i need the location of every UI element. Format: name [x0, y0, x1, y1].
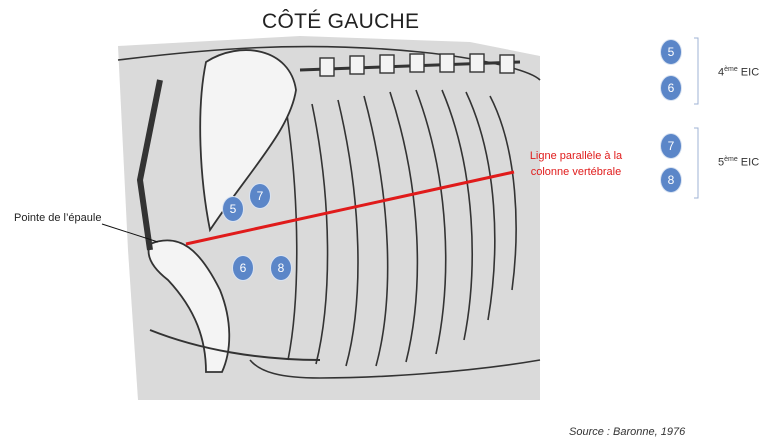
source-citation: Source : Baronne, 1976 — [569, 426, 685, 438]
shoulder-point-label: Pointe de l’épaule — [14, 212, 101, 224]
parallel-line-label-line2: colonne vertébrale — [526, 164, 626, 180]
diagram-badge-5: 5 — [223, 197, 243, 221]
legend-label-5eme-eic: 5ème EIC — [718, 156, 759, 169]
diagram-badge-6: 6 — [233, 256, 253, 280]
legend-badge-5: 5 — [661, 40, 681, 64]
diagram-badge-8: 8 — [271, 256, 291, 280]
diagram-badge-7: 7 — [250, 184, 270, 208]
legend-label-4eme-eic: 4ème EIC — [718, 66, 759, 79]
parallel-line-label: Ligne parallèle à la colonne vertébrale — [526, 148, 626, 180]
legend-badge-8: 8 — [661, 168, 681, 192]
legend-bracket-2 — [694, 128, 698, 198]
legend-badge-7: 7 — [661, 134, 681, 158]
legend-badge-6: 6 — [661, 76, 681, 100]
legend-bracket-1 — [694, 38, 698, 104]
background-panel — [118, 36, 540, 400]
parallel-line-label-line1: Ligne parallèle à la — [526, 148, 626, 164]
